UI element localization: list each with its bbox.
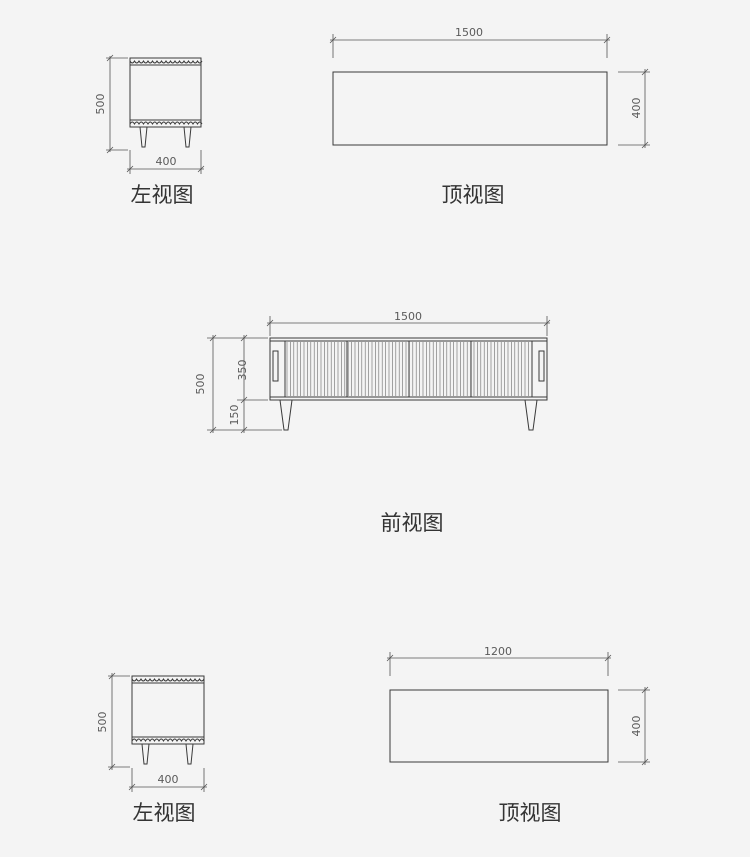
top-view-1-depth-label: 400 xyxy=(630,98,643,119)
top-view-2-outline xyxy=(389,689,609,763)
top-view-1-length-label: 1500 xyxy=(455,26,483,39)
left-view-1-width-label: 400 xyxy=(156,155,177,168)
top-view-2-depth-label: 400 xyxy=(630,716,643,737)
front-view: 1500 500 350 150 前视图 xyxy=(194,310,551,535)
left-view-2-leg-right xyxy=(185,743,194,765)
left-view-2-scallop-top xyxy=(131,677,205,682)
left-view-1-height-dimension xyxy=(106,54,128,154)
front-view-leg-height-label: 150 xyxy=(228,405,241,426)
front-view-caption: 前视图 xyxy=(381,511,444,535)
left-view-2-height-dimension xyxy=(108,672,130,771)
top-view-2-depth-dimension xyxy=(618,686,650,766)
left-view-2: 500 400 左视图 xyxy=(96,672,208,825)
left-view-1: 500 400 左视图 xyxy=(94,54,205,207)
left-view-1-caption: 左视图 xyxy=(131,183,194,207)
front-view-right-handle xyxy=(538,350,545,382)
front-view-length-dimension xyxy=(266,316,551,336)
front-view-body-height-dimension xyxy=(237,334,268,434)
left-view-1-scallop-bottom xyxy=(129,121,203,126)
front-view-right-leg xyxy=(524,399,538,431)
front-view-body-height-label: 350 xyxy=(236,360,249,381)
left-view-1-leg-right xyxy=(183,126,192,148)
left-view-2-cabinet xyxy=(131,675,205,765)
left-view-2-scallop-bottom xyxy=(131,738,205,743)
front-view-left-leg xyxy=(279,399,293,431)
top-view-2-caption: 顶视图 xyxy=(499,801,562,825)
top-view-1-depth-dimension xyxy=(618,68,650,149)
left-view-1-scallop-top xyxy=(129,59,203,64)
left-view-2-width-label: 400 xyxy=(158,773,179,786)
front-view-slats xyxy=(286,342,529,396)
front-view-cabinet xyxy=(269,337,548,431)
front-view-total-height-dimension xyxy=(207,334,282,434)
left-view-2-caption: 左视图 xyxy=(133,801,196,825)
top-view-1-length-dimension xyxy=(329,34,611,58)
front-view-length-label: 1500 xyxy=(394,310,422,323)
top-view-2: 1200 400 顶视图 xyxy=(386,645,650,825)
left-view-1-width-dimension xyxy=(126,150,205,174)
front-view-total-height-label: 500 xyxy=(194,374,207,395)
left-view-2-width-dimension xyxy=(128,768,208,792)
top-view-1-caption: 顶视图 xyxy=(442,183,505,207)
left-view-1-cabinet xyxy=(129,57,203,148)
left-view-1-leg-left xyxy=(139,126,148,148)
left-view-2-height-label: 500 xyxy=(96,712,109,733)
left-view-2-leg-left xyxy=(141,743,150,765)
top-view-2-length-dimension xyxy=(386,652,612,676)
top-view-1-outline xyxy=(332,71,608,146)
left-view-1-height-label: 500 xyxy=(94,94,107,115)
top-view-2-length-label: 1200 xyxy=(484,645,512,658)
front-view-left-handle xyxy=(272,350,279,382)
top-view-1: 1500 400 顶视图 xyxy=(329,26,650,207)
